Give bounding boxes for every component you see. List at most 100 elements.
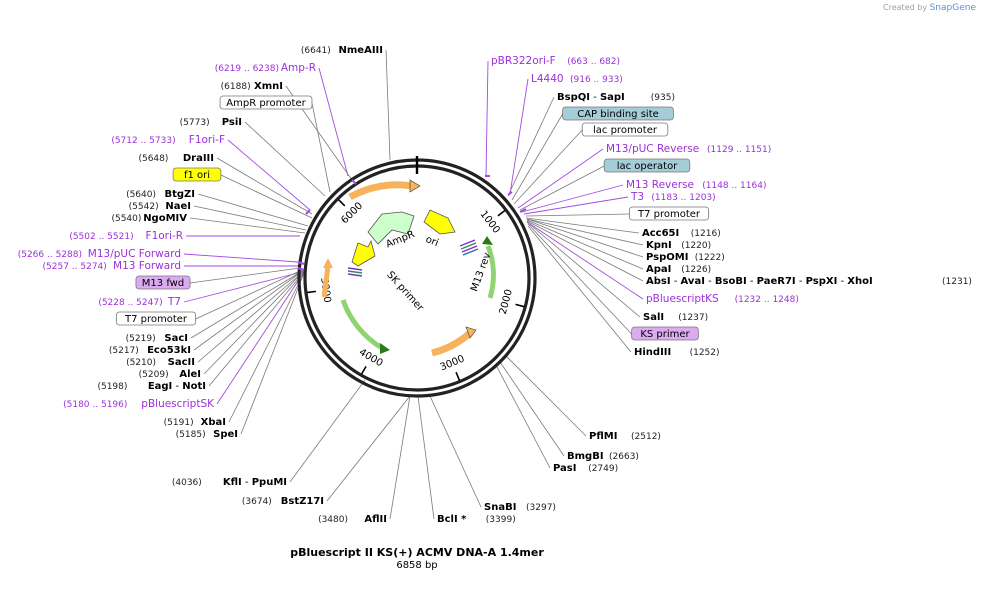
leader-saci <box>190 269 305 339</box>
leader-t7-promoter-l <box>195 269 303 320</box>
t3-coord: (1183 .. 1203) <box>651 193 715 203</box>
saci-name: SacI <box>164 333 188 344</box>
ampr-feat-coord: (6219 .. 6238) <box>215 64 279 74</box>
label-bcli: BclI *(3399) <box>437 514 516 525</box>
label-spei: SpeI (5185) <box>176 429 238 440</box>
label-m13-reverse: M13 Reverse(1148 .. 1164) <box>626 179 766 191</box>
label-saci: SacI(5219) <box>126 333 188 344</box>
label-psii: PsiI(5773) <box>180 117 242 128</box>
map-length: 6858 bp <box>396 560 438 571</box>
label-absi: AbsI - AvaI - BsoBI - PaeR7I - PspXI - X… <box>646 276 972 287</box>
leader-ngomiv <box>189 217 306 234</box>
label-ks-primer: KS primer <box>631 326 699 341</box>
snapgene-brand: SnapGene <box>929 3 976 13</box>
eagi-coord: (5198) <box>97 382 127 392</box>
tick-label-1000: 1000 <box>477 209 501 236</box>
xmni-name: XmnI <box>254 81 283 92</box>
m13-fwd-text: M13 fwd <box>142 278 184 289</box>
map-title: pBluescript II KS(+) ACMV DNA-A 1.4mer <box>290 546 544 559</box>
spei-coord: (5185) <box>176 430 206 440</box>
leader-pbr322ori-f <box>485 60 489 177</box>
label-pbluescriptks: pBluescriptKS(1232 .. 1248) <box>646 293 799 305</box>
leader-lac-operator <box>519 165 605 211</box>
label-bmgbi: BmgBI(2663) <box>567 451 639 462</box>
green-arrow-1-head <box>482 236 493 245</box>
m13-puc-fwd-name: M13/pUC Forward <box>88 248 181 260</box>
label-m13-puc-rev: M13/pUC Reverse(1129 .. 1151) <box>606 143 771 155</box>
m13-puc-fwd-coord: (5266 .. 5288) <box>18 250 82 260</box>
nmeaiii-coord: (6641) <box>301 46 331 56</box>
tick-4000 <box>360 365 367 375</box>
leader-m13-puc-fwd <box>183 253 299 263</box>
orange-arrow-3-head <box>465 326 477 339</box>
leader-pflmi <box>505 355 587 437</box>
label-ampr-feat: Amp-R(6219 .. 6238) <box>215 62 316 74</box>
leader-eagi <box>208 271 305 387</box>
draiii-coord: (5648) <box>138 154 168 164</box>
apai-name: ApaI <box>646 264 671 275</box>
m13-fwd-feat-coord: (5257 .. 5274) <box>43 262 107 272</box>
f1ori-f-name: F1ori-F <box>189 134 225 146</box>
hindiii-name: HindIII <box>634 347 671 358</box>
tick-1000 <box>497 209 506 217</box>
absi-coord: (1231) <box>942 277 972 287</box>
primer-cluster-left <box>347 267 363 277</box>
eagi-name: EagI - NotI <box>148 381 206 392</box>
label-lac-operator: lac operator <box>603 158 691 173</box>
aflii-coord: (3480) <box>318 515 348 525</box>
pasi-name: PasI <box>553 463 576 474</box>
leader-naei <box>193 205 307 231</box>
ngomiv-coord: (5540) <box>111 214 141 224</box>
sacii-coord: (5210) <box>126 358 156 368</box>
green-arrow-2 <box>340 299 384 351</box>
ori-arrow <box>423 209 456 235</box>
label-t7-promoter-l: T7 promoter <box>115 311 197 326</box>
leader-absi <box>526 220 644 282</box>
primer-cluster-right <box>459 239 479 256</box>
label-leaders <box>183 49 644 520</box>
snabi-name: SnaBI <box>484 502 516 513</box>
t7-promoter-l-box <box>115 311 197 326</box>
l4440-coord: (916 .. 933) <box>570 75 623 85</box>
map-labels: NmeAIII(6641)Amp-R(6219 .. 6238)XmnI(618… <box>18 45 972 525</box>
leader-eco53ki <box>193 269 305 351</box>
leader-psii <box>244 121 326 197</box>
label-hindiii: HindIII (1252) <box>634 347 720 358</box>
label-bspqi: BspQI - SapI(935) <box>557 92 675 103</box>
sacii-name: SacII <box>168 357 195 368</box>
aflii-name: AflII <box>364 514 387 525</box>
leader-draiii <box>216 157 313 215</box>
leader-bspqi <box>507 96 555 197</box>
label-sali: SalI(1237) <box>643 312 708 323</box>
label-t7-feat: T7(5228 .. 5247) <box>98 296 181 308</box>
leader-m13-reverse <box>521 184 624 213</box>
label-draiii: DraIII(5648) <box>138 153 214 164</box>
label-bstz17i: BstZ17I(3674) <box>242 496 324 507</box>
leader-ampr-promoter <box>311 102 331 193</box>
ampr-arrow <box>367 211 415 245</box>
credit-prefix: Created by <box>883 3 928 12</box>
leader-nmeaiii <box>385 49 391 161</box>
xbai-coord: (5191) <box>164 418 194 428</box>
leader-ampr-feat <box>318 67 349 177</box>
spei-name: SpeI <box>213 429 238 440</box>
leader-sacii <box>197 270 305 363</box>
nmeaiii-name: NmeAIII <box>339 45 383 56</box>
label-aflii: AflII (3480) <box>318 514 387 525</box>
lac-operator-box <box>603 158 691 173</box>
leader-sali <box>526 221 641 318</box>
leader-bcli <box>417 395 435 520</box>
f1ori-r-name: F1ori-R <box>146 230 183 242</box>
eagi-name2: NotI <box>182 381 206 392</box>
naei-name: NaeI <box>165 201 191 212</box>
yellow-arrow-left <box>351 239 376 267</box>
leader-btgzi <box>197 193 309 227</box>
label-pbr322ori-f: pBR322ori-F(663 .. 682) <box>491 55 620 67</box>
hindiii-coord: (1252) <box>690 348 720 358</box>
pflmi-name: PflMI <box>589 431 617 442</box>
snabi-coord: (3297) <box>526 503 556 513</box>
label-pbluescriptsk: pBluescriptSK(5180 .. 5196) <box>63 398 215 410</box>
t7-promoter-r-text: T7 promoter <box>637 209 701 220</box>
label-f1ori-r: F1ori-R(5502 .. 5521) <box>69 230 183 242</box>
ngomiv-name: NgoMIV <box>143 213 187 224</box>
